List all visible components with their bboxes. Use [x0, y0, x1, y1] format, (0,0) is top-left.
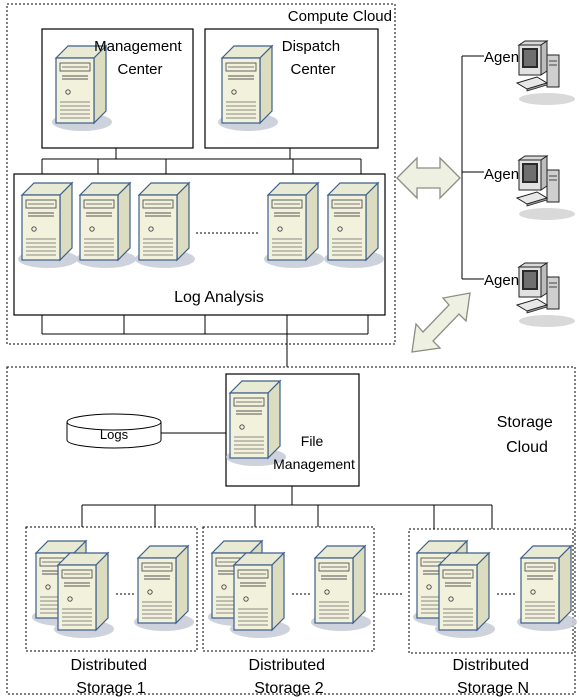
storage-agent-double-arrow-icon — [411, 292, 471, 353]
storage-1-server-icon-c — [133, 545, 195, 632]
log-analysis-box — [13, 173, 386, 316]
storage-connector-lines — [81, 486, 493, 529]
dispatch-center-label: Dispatch Center — [282, 38, 345, 78]
agent-label-1: Agent — [484, 49, 524, 66]
agent-label-2: Agent — [484, 166, 524, 183]
log-server-icon-1 — [17, 182, 79, 269]
distributed-storage-n-box — [408, 528, 574, 654]
agent-computer-icon-3 — [516, 262, 576, 328]
management-server-icon — [51, 45, 113, 132]
compute-agent-double-arrow-icon — [396, 156, 461, 200]
log-server-icon-4 — [263, 182, 325, 269]
file-management-server-icon — [225, 380, 287, 467]
storage-1-server-icon-b — [53, 552, 115, 639]
center-connector-lines — [41, 148, 362, 174]
logs-label: Logs — [100, 427, 129, 442]
storage-cloud-title: Storage Cloud — [497, 414, 558, 456]
logs-database-icon — [66, 413, 162, 449]
management-center-label: Management Center — [94, 38, 186, 78]
agent-computer-icon-1 — [516, 40, 576, 106]
storage-n-server-icon-b — [434, 552, 496, 639]
compute-cloud-title: Compute Cloud — [288, 8, 392, 25]
storage-2-server-icon-b — [229, 552, 291, 639]
agent-label-3: Agent — [484, 272, 524, 289]
distributed-storage-1-box — [25, 526, 198, 652]
storage-cloud-boundary — [6, 366, 576, 695]
storage-2-server-icon-c — [310, 545, 372, 632]
compute-cloud-boundary — [6, 3, 396, 345]
log-server-icon-3 — [134, 182, 196, 269]
file-management-label: File Management — [273, 433, 355, 472]
agent-connector-lines — [461, 55, 484, 280]
distributed-storage-1-label: Distributed Storage 1 — [71, 657, 152, 697]
distributed-storage-2-label: Distributed Storage 2 — [249, 657, 330, 697]
log-analysis-label: Log Analysis — [174, 289, 264, 306]
dispatch-server-icon — [217, 45, 279, 132]
log-server-icon-2 — [75, 182, 137, 269]
log-analysis-bottom-connectors — [41, 315, 369, 367]
distributed-storage-n-label: Distributed Storage N — [453, 657, 534, 697]
storage-n-server-icon-c — [516, 545, 578, 632]
distributed-storage-2-box — [202, 526, 375, 652]
agent-computer-icon-2 — [516, 155, 576, 221]
log-server-icon-5 — [323, 182, 385, 269]
